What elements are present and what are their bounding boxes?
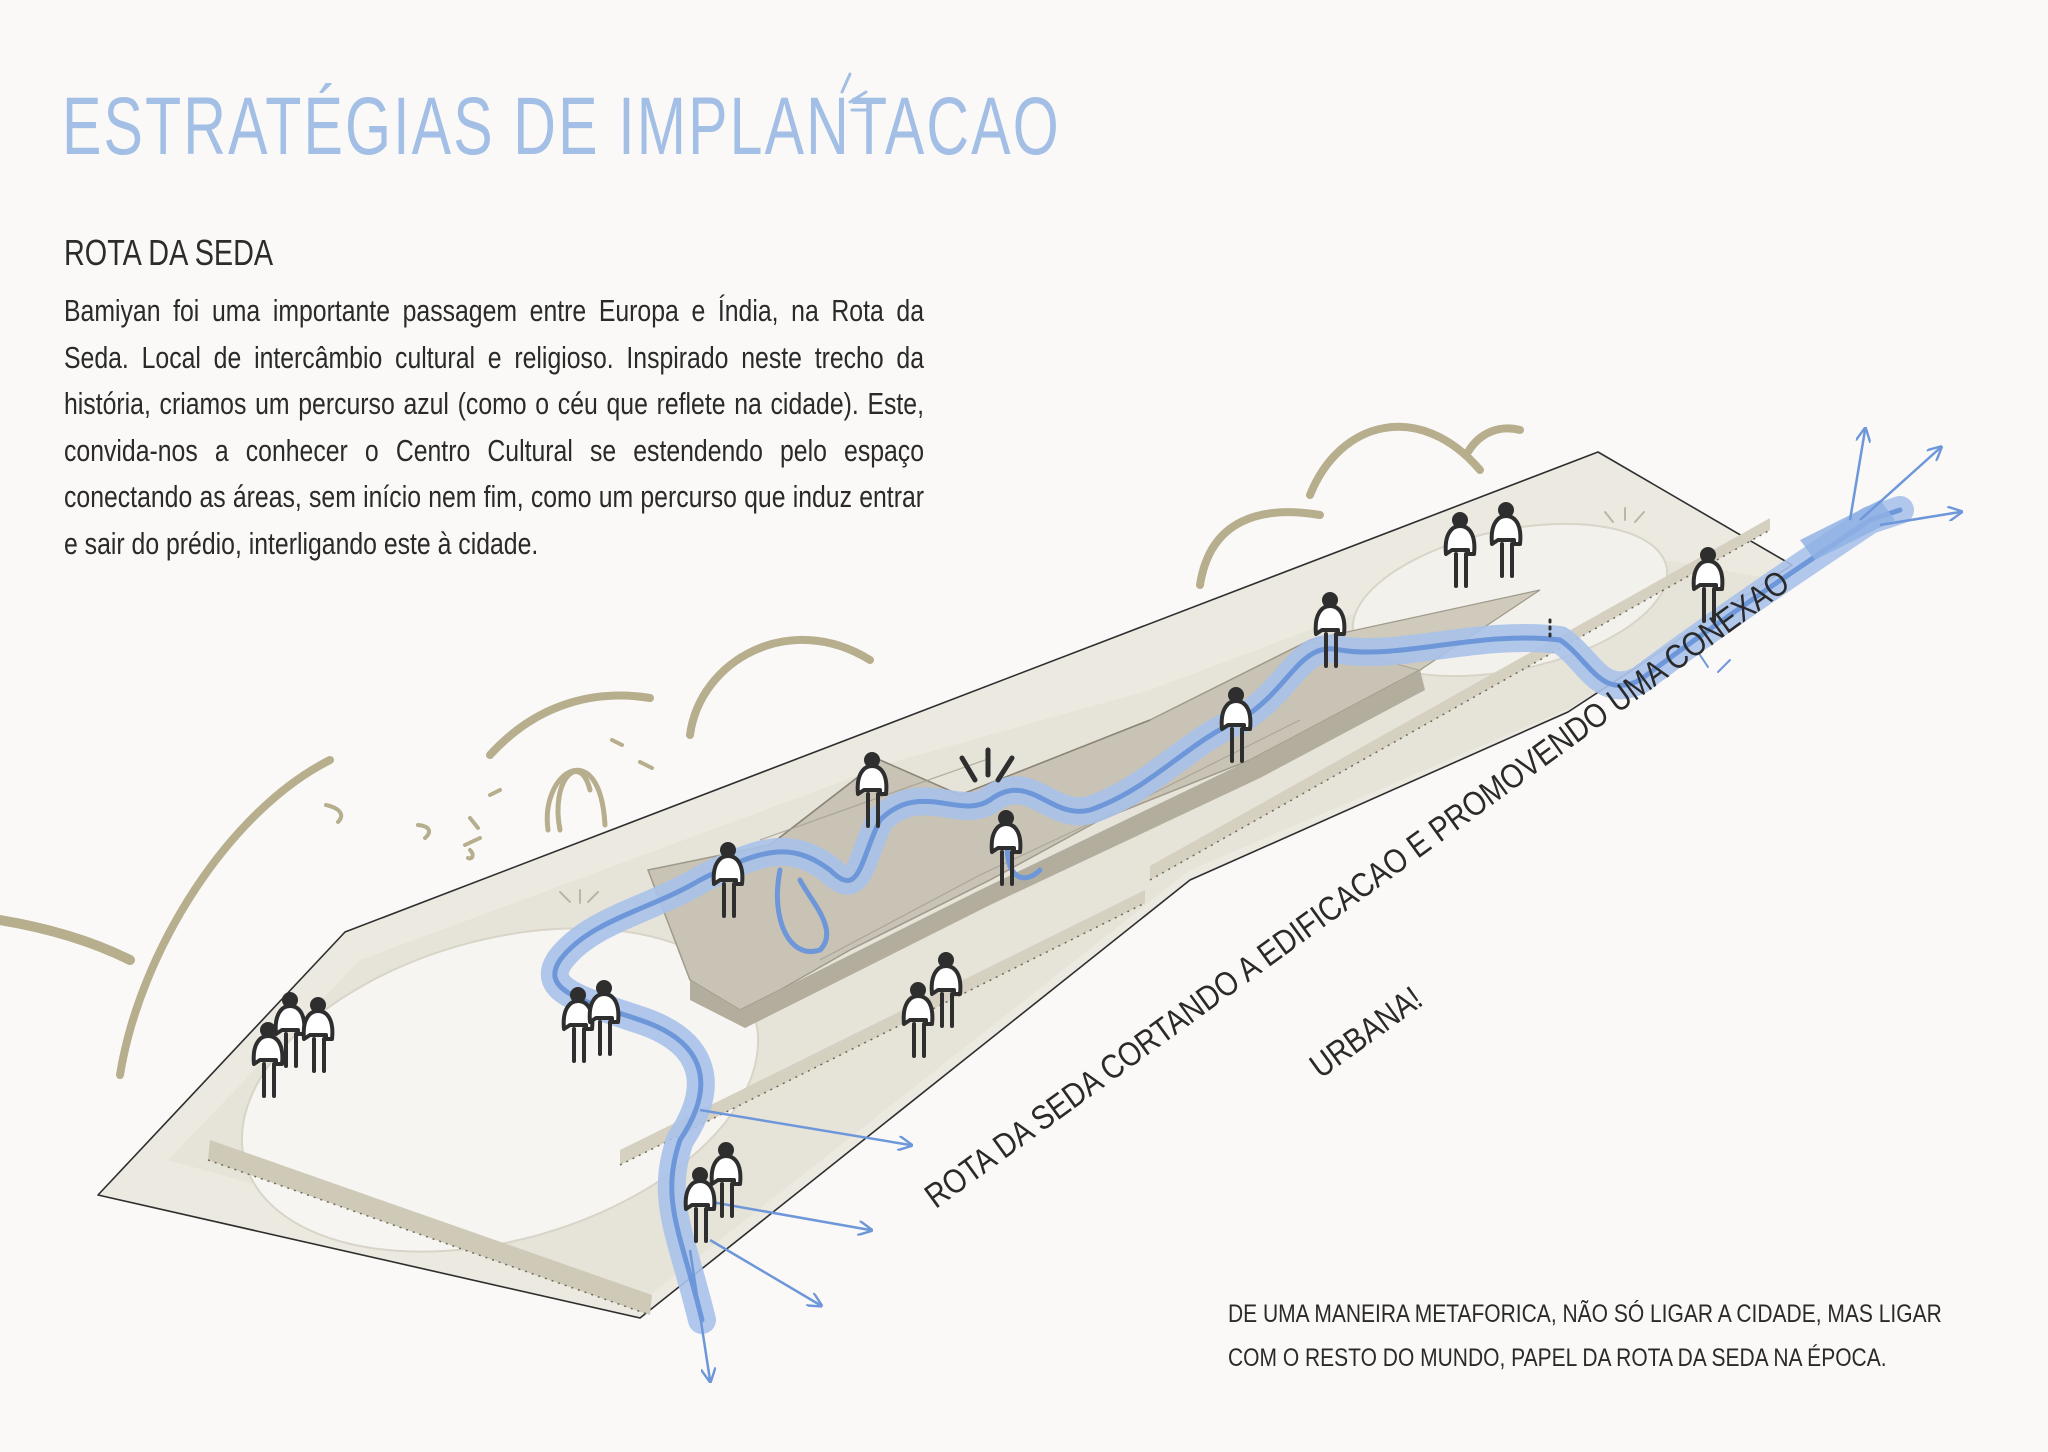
person-icon bbox=[587, 980, 621, 1056]
route-line bbox=[552, 507, 1903, 1323]
hill-line bbox=[555, 769, 593, 833]
hill-mark bbox=[416, 823, 431, 840]
person-icon bbox=[1219, 687, 1253, 763]
arrow bbox=[1879, 512, 1960, 527]
person-icon bbox=[1489, 502, 1523, 578]
hill-line bbox=[686, 635, 874, 739]
hill-line bbox=[0, 915, 135, 965]
arrow bbox=[699, 1198, 870, 1230]
title-sparkle-icon bbox=[840, 72, 870, 112]
person-icon bbox=[901, 982, 935, 1058]
person-icon bbox=[251, 1022, 285, 1098]
background-hills bbox=[0, 422, 1524, 1079]
hill-mark bbox=[466, 848, 475, 861]
metaphor-note: DE UMA MANEIRA METAFORICA, NÃO SÓ LIGAR … bbox=[1228, 1300, 1942, 1372]
hill-line bbox=[486, 691, 654, 759]
hill-mark bbox=[638, 760, 654, 770]
hill-mark bbox=[610, 738, 624, 747]
arrow bbox=[709, 1238, 820, 1305]
person-icon bbox=[989, 810, 1023, 886]
hill-mark bbox=[468, 816, 480, 830]
route-wide-end bbox=[1800, 500, 1895, 560]
hill-mark bbox=[324, 803, 344, 824]
hill-mark bbox=[488, 788, 502, 797]
hill-line bbox=[1306, 422, 1484, 499]
hill-line bbox=[544, 768, 608, 833]
person-icon bbox=[1313, 592, 1347, 668]
arrow bbox=[699, 1108, 910, 1145]
site-walls bbox=[207, 518, 1771, 1316]
silk-route bbox=[540, 496, 1914, 1334]
hill-mark bbox=[463, 836, 482, 847]
person-icon bbox=[1691, 547, 1725, 623]
arrow bbox=[1848, 430, 1865, 521]
hill-line bbox=[1464, 424, 1524, 456]
route-branch bbox=[774, 867, 830, 954]
person-icon bbox=[929, 952, 963, 1028]
arrow bbox=[1859, 448, 1940, 521]
person-icon bbox=[1443, 512, 1477, 588]
section-body-text: Bamiyan foi uma importante passagem entr… bbox=[64, 293, 924, 561]
person-icon bbox=[683, 1167, 717, 1243]
arrow bbox=[688, 1249, 710, 1380]
person-icon bbox=[709, 1142, 743, 1218]
sparkle-icon bbox=[959, 747, 1015, 783]
people-group bbox=[251, 502, 1725, 1243]
route-arrows bbox=[688, 430, 1960, 1380]
sparkle-icon bbox=[1699, 654, 1731, 673]
page-title: ESTRATÉGIAS DE IMPLANTACAO bbox=[62, 81, 1061, 172]
section-heading: ROTA DA SEDA bbox=[64, 232, 274, 273]
hill-line bbox=[1196, 508, 1324, 589]
person-icon bbox=[561, 987, 595, 1063]
hill-line bbox=[116, 756, 334, 1079]
sparkle-icon bbox=[559, 507, 1645, 904]
person-icon bbox=[711, 842, 745, 918]
person-icon bbox=[855, 752, 889, 828]
person-icon bbox=[301, 997, 335, 1073]
